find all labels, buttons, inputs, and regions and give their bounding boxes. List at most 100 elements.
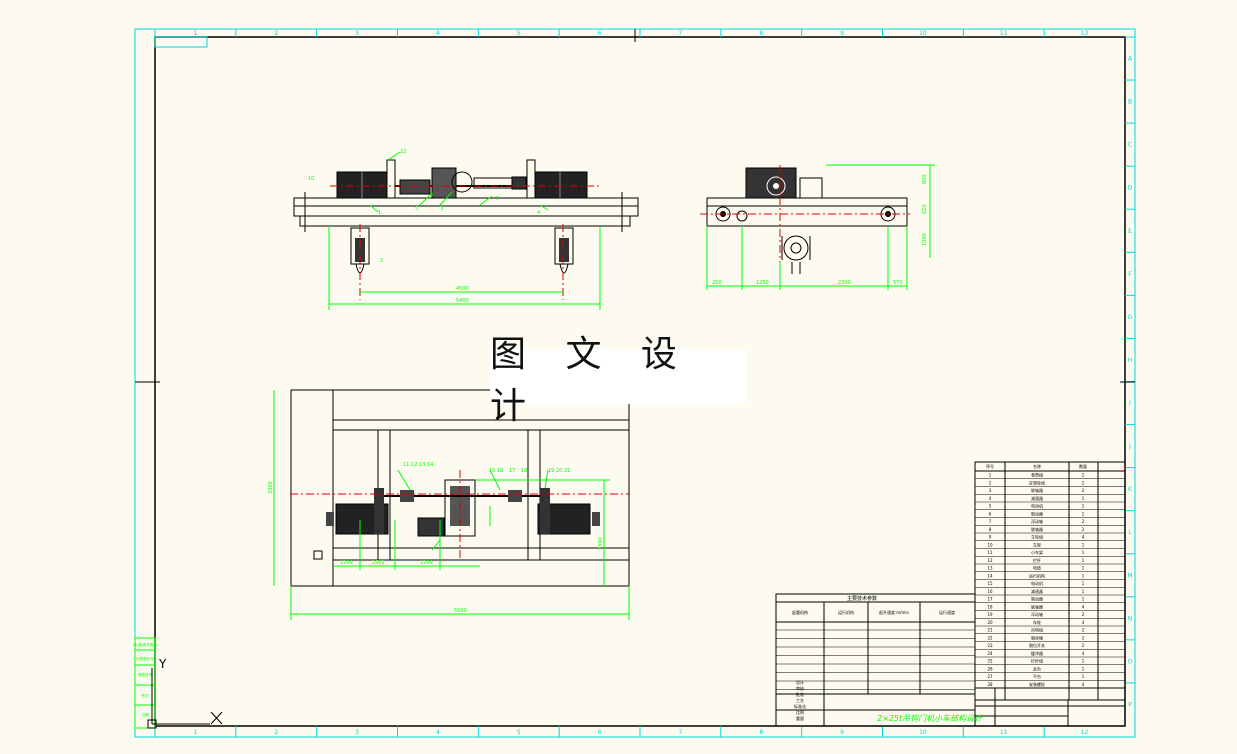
parts-row-qty: 4 [1082, 535, 1085, 540]
dim-plan-width: 5500 [454, 608, 467, 614]
title-block-cell: 审核 [796, 685, 804, 691]
dim-plan-b3: 1200 [420, 560, 433, 566]
parts-table-header: 序号名称数量 [975, 463, 1125, 472]
zone-col-bottom: 1 [194, 729, 198, 736]
hook-block-left [350, 227, 370, 274]
parts-row-no: 28 [987, 682, 993, 687]
zone-col-top: 2 [274, 30, 278, 37]
parts-row-qty: 2 [1082, 628, 1085, 633]
parts-row-no: 23 [987, 643, 993, 648]
parts-row-name: 卷筒组 [1031, 472, 1043, 478]
plan-motor [417, 517, 445, 537]
parts-row-name: 电动机 [1031, 503, 1043, 509]
zone-col-top: 11 [1000, 30, 1008, 37]
left-strip-label: 签字 [142, 693, 149, 698]
parts-row-no: 21 [987, 628, 993, 633]
parts-row-name: 制动器 [1031, 510, 1043, 516]
parts-row-no: 17 [987, 597, 993, 602]
parts-row-qty: 1 [1082, 666, 1085, 671]
part-label-plan: 19 [548, 468, 554, 474]
ucs-y-label: Y [158, 657, 167, 671]
dim-plan-right: 2300 [598, 537, 604, 550]
hook-block-right [554, 227, 574, 274]
zone-col-bottom: 6 [598, 729, 602, 736]
front-view: 4500 5400 [293, 151, 639, 310]
parts-row-qty: 4 [1082, 604, 1085, 609]
parts-row-qty: 1 [1082, 504, 1085, 509]
dim-side-b1: 200 [712, 280, 722, 286]
parts-row-name: 吊钩组 [1031, 627, 1043, 633]
parts-row-qty: 1 [1082, 566, 1085, 571]
zone-col-bottom: 12 [1081, 729, 1089, 736]
parts-row-qty: 1 [1082, 674, 1085, 679]
spec-header-cell: 运行机构 [838, 609, 854, 615]
title-block-cell: 工艺 [796, 698, 804, 703]
parts-row-no: 5 [989, 504, 992, 509]
drum-right [534, 171, 588, 199]
parts-row-name: 联轴器 [1031, 487, 1043, 493]
part-label-plan: 16 [497, 468, 503, 474]
title-block-cell: 标准化 [794, 703, 806, 709]
parts-header-cell: 数量 [1079, 463, 1087, 469]
parts-row-qty: 2 [1082, 473, 1085, 478]
parts-row-name: 制动器 [1031, 596, 1043, 602]
zone-row-right: M [1127, 572, 1132, 579]
left-strip [134, 637, 156, 729]
part-label-plan: 20 [556, 468, 562, 474]
spec-title: 主要技术参数 [847, 595, 877, 602]
parts-row-qty: 2 [1082, 488, 1085, 493]
part-label-front: 5 [415, 206, 418, 212]
parts-row-no: 7 [989, 519, 992, 524]
parts-row-name: 车轮 [1033, 619, 1041, 625]
parts-row-no: 2 [989, 480, 992, 485]
parts-row-qty: 4 [1082, 682, 1085, 687]
zone-col-top: 7 [679, 30, 683, 37]
left-strip-label: 借(通)用件登记 [133, 642, 157, 647]
parts-row-name: 平台 [1033, 673, 1041, 679]
drawing-title: 2×25t吊钩门机小车结构设计 [877, 714, 983, 723]
parts-row-no: 12 [987, 558, 993, 563]
plan-view: 3300 5500 2300 1200 2502 1200 [268, 389, 630, 620]
parts-row-no: 15 [987, 581, 993, 586]
part-label-plan: 14 [427, 462, 433, 468]
zone-col-top: 4 [436, 30, 440, 37]
dim-plan-b1: 1200 [340, 560, 353, 566]
parts-row-name: 定滑轮组 [1029, 479, 1045, 485]
parts-row-qty: 1 [1082, 550, 1085, 555]
parts-row-no: 24 [987, 651, 993, 656]
parts-row-name: 车架 [1033, 541, 1041, 547]
part-label-front: 2 [380, 258, 383, 264]
dim-side-b2: 1250 [756, 280, 769, 286]
zone-row-right: O [1128, 658, 1133, 665]
part-label-plan: 12 [411, 462, 417, 468]
dim-plan-height: 3300 [268, 481, 274, 494]
zone-col-bottom: 11 [1000, 729, 1008, 736]
zone-col-top: 5 [517, 30, 521, 37]
ucs-x-mark [210, 711, 223, 725]
zone-col-top: 12 [1081, 30, 1089, 37]
zone-row-right: L [1128, 529, 1132, 536]
zone-col-bottom: 4 [436, 729, 440, 736]
parts-row-no: 13 [987, 566, 993, 571]
corner-box [154, 36, 208, 48]
parts-row-no: 6 [989, 511, 992, 516]
parts-row-qty: 1 [1082, 597, 1085, 602]
hook-side [781, 235, 811, 274]
zone-col-bottom: 2 [274, 729, 278, 736]
parts-row-no: 25 [987, 659, 993, 664]
spec-table-grid [776, 629, 975, 690]
parts-row-name: 电缆 [1033, 565, 1041, 571]
parts-row-no: 9 [989, 535, 992, 540]
part-label-front: 3 [440, 206, 443, 212]
dim-side-b3: 2300 [838, 280, 851, 286]
parts-row-name: 运行机构 [1029, 572, 1045, 578]
part-label-plan: 18 [521, 468, 527, 474]
spec-header-cell: 运行速度 [939, 609, 955, 615]
